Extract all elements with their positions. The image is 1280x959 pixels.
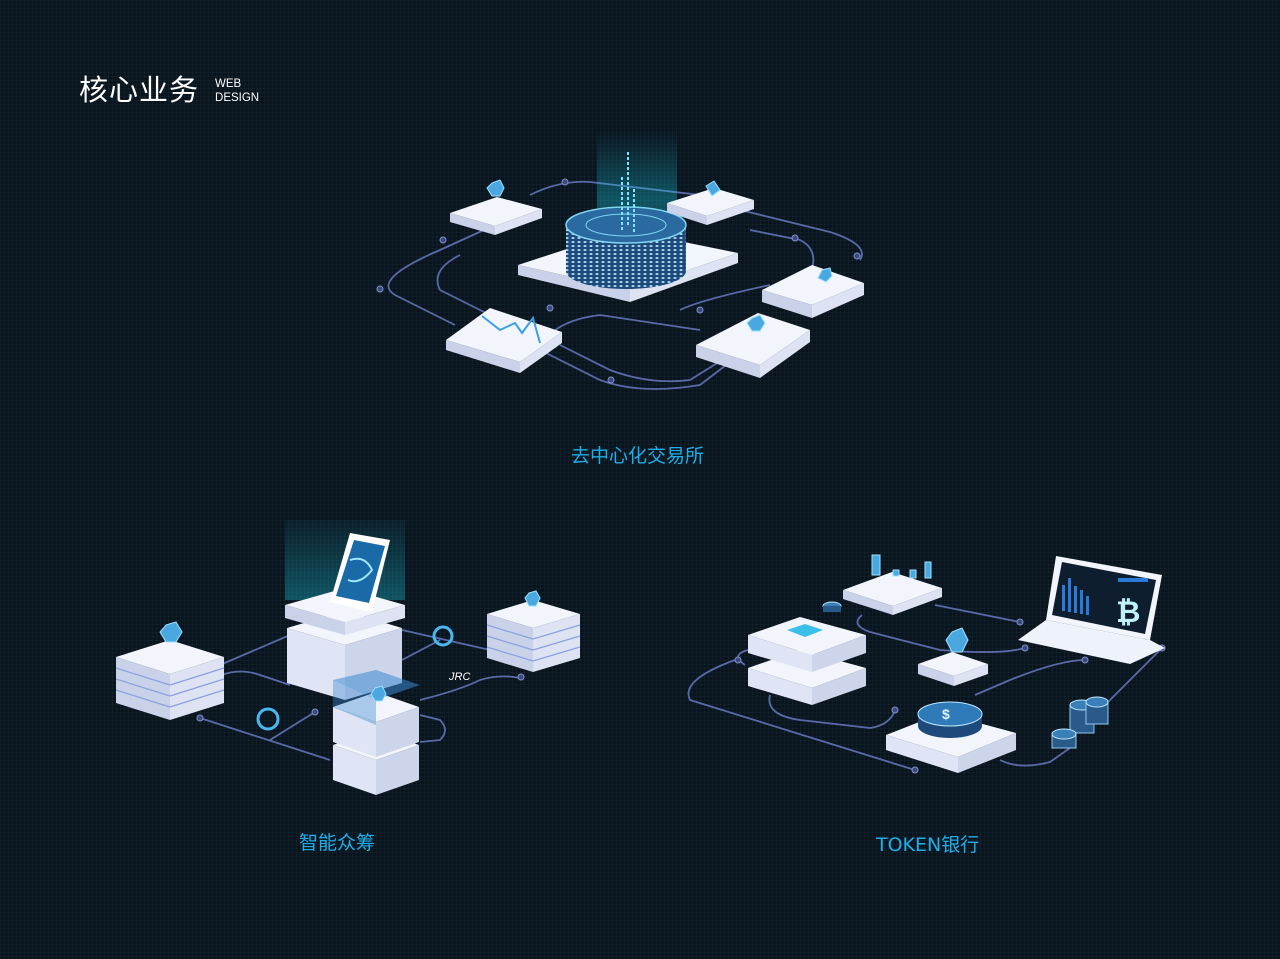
line-chart-icon — [481, 315, 541, 344]
chip-icon — [787, 624, 823, 637]
crowdfunding-illustration: JRC — [115, 520, 581, 795]
subtitle-web: WEB — [215, 77, 242, 90]
cube-gem-icon — [746, 314, 766, 332]
platform-bottom-left — [446, 308, 562, 373]
platform-top-left — [450, 197, 542, 235]
platform-top-right — [667, 188, 754, 225]
connection-lines — [687, 604, 1161, 771]
server-stack-left — [115, 640, 225, 720]
cube-gem-icon — [370, 685, 387, 702]
caption-crowdfunding: 智能众筹 — [299, 832, 376, 854]
coin-stack-icon — [1051, 696, 1109, 749]
page-header: 核心业务 WEB DESIGN — [79, 76, 259, 105]
platform-right — [762, 265, 864, 318]
page-subtitle: WEB DESIGN — [215, 77, 259, 105]
subtitle-design: DESIGN — [215, 91, 260, 104]
page-title: 核心业务 — [79, 73, 200, 107]
caption-token-bank: TOKEN银行 — [876, 834, 980, 856]
crystal-cluster-icon — [705, 180, 721, 197]
token-bank-illustration: $ ₿ — [687, 554, 1166, 774]
svg-text:$: $ — [942, 706, 950, 722]
bitcoin-icon: ₿ — [1116, 596, 1140, 629]
line-nodes — [196, 673, 525, 722]
cube-stack-bottom — [333, 670, 420, 795]
crystal-cluster-icon — [871, 554, 932, 579]
chip-platform — [748, 617, 866, 705]
dollar-coin-icon: $ — [917, 701, 983, 738]
hologram-chart-icon — [621, 150, 635, 232]
laptop-icon: ₿ — [1018, 556, 1165, 664]
line-nodes — [376, 178, 861, 384]
exchange-illustration — [376, 130, 864, 390]
platform-bottom-right — [696, 313, 810, 378]
orb-icon — [432, 625, 454, 647]
cube-gem-icon — [945, 627, 969, 653]
orb-icon — [256, 707, 280, 731]
crystal-platform — [843, 572, 942, 615]
cube-gem-icon — [524, 590, 541, 607]
server-stack-right — [486, 600, 581, 672]
jrc-label: JRC — [448, 671, 470, 683]
connection-lines — [199, 629, 521, 761]
cube-gem-icon — [486, 179, 505, 197]
mesh-cylinder-icon — [565, 206, 687, 289]
gem-platform — [918, 652, 988, 686]
cube-gem-icon — [159, 621, 183, 643]
caption-exchange: 去中心化交易所 — [571, 445, 705, 467]
coin-stack-icon — [822, 601, 842, 612]
cube-gem-icon — [817, 267, 833, 283]
smartphone-icon — [330, 533, 390, 612]
